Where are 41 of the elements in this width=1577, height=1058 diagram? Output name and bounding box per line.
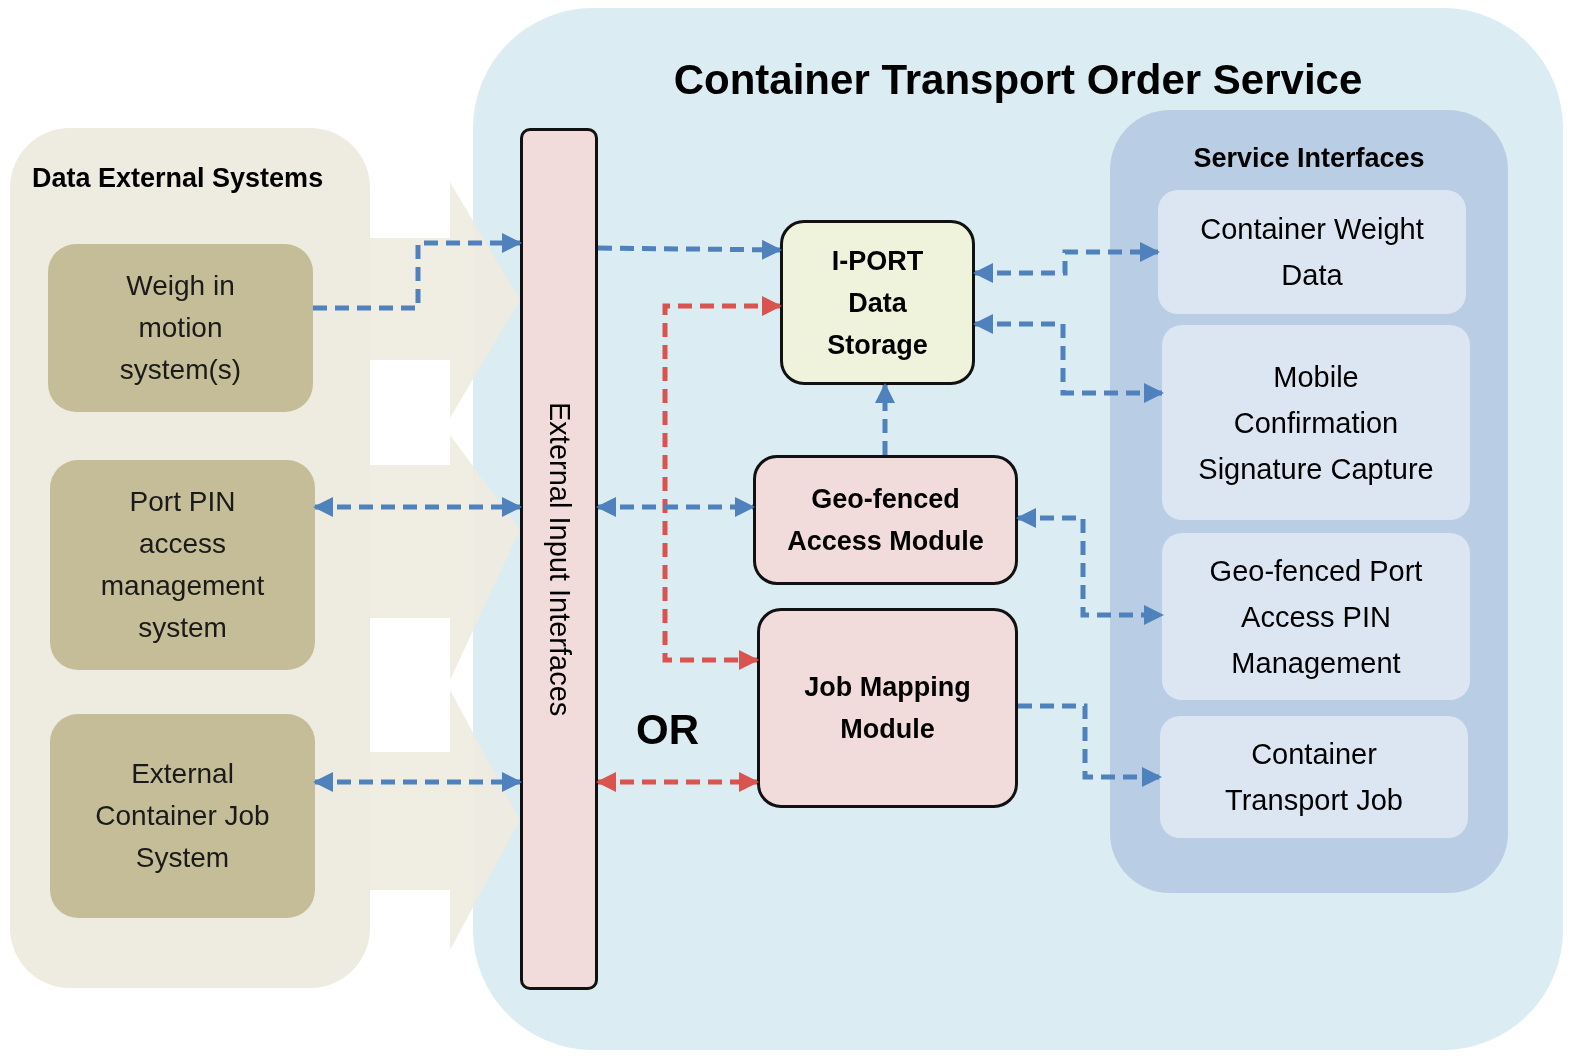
arrow (973, 242, 1160, 283)
arrow (875, 383, 895, 455)
interface-box (1160, 716, 1468, 838)
arrow (313, 233, 522, 311)
or-label: OR (636, 705, 699, 755)
box-label: Geo-fenced Access Module (786, 483, 985, 558)
arrow (1016, 508, 1164, 625)
box-label: Job Mapping Module (803, 671, 972, 746)
panel-heading: Container Transport Order Service (672, 55, 1364, 105)
arrow (973, 314, 1164, 403)
interface-box (1162, 533, 1470, 700)
arrow (313, 497, 522, 517)
arrow (662, 296, 782, 670)
box-label: External Container Job System (94, 757, 271, 875)
box-label: Geo-fenced Port Access PIN Management (1208, 553, 1424, 681)
interface-box (1162, 325, 1470, 520)
system-box (50, 714, 315, 918)
arrow (1018, 703, 1162, 787)
module-box (757, 608, 1018, 808)
box-label: I-PORT Data Storage (826, 244, 929, 362)
group-panel (473, 8, 1563, 1050)
storage-box (780, 220, 975, 385)
box-label: External Input Interfaces (542, 401, 577, 717)
arrow (313, 772, 522, 792)
group-panel (1110, 110, 1508, 893)
box-label: Mobile Confirmation Signature Capture (1197, 359, 1435, 487)
box-label: Weigh in motion system(s) (118, 269, 243, 387)
box-label: Container Transport Job (1224, 737, 1404, 818)
box-label: Container Weight Data (1199, 212, 1425, 293)
arrow (596, 497, 755, 517)
arrow (596, 772, 759, 792)
panel-heading: Service Interfaces (1192, 142, 1426, 175)
box-label: Port PIN access management system (99, 485, 266, 645)
system-box (48, 244, 313, 412)
group-panel (10, 128, 370, 988)
system-box (50, 460, 315, 670)
interface-box (1158, 190, 1466, 314)
panel-heading: Data External Systems (31, 162, 325, 195)
interface-bar (520, 128, 598, 990)
module-box (753, 455, 1018, 585)
arrow (597, 239, 782, 260)
